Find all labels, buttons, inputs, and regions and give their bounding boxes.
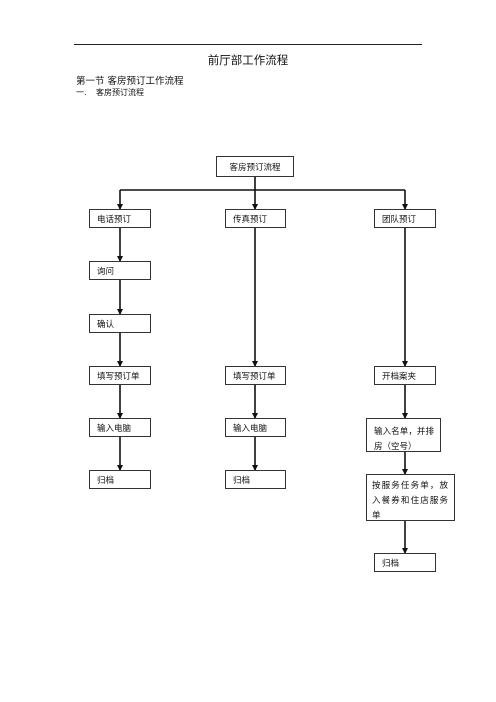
flow-fax-enter-computer-box: 输入电脑 bbox=[225, 418, 286, 437]
header-rule bbox=[74, 44, 422, 45]
flow-group-file-box: 归档 bbox=[374, 553, 436, 572]
section-heading: 第一节 客房预订工作流程 bbox=[76, 76, 184, 87]
document-title: 前厅部工作流程 bbox=[207, 53, 289, 67]
flow-group-task-sheet-box: 按服务任务单，放入餐券和住店服务单 bbox=[366, 474, 455, 521]
flow-phone-file-box: 归档 bbox=[89, 470, 151, 489]
flow-phone-inquire-box: 询问 bbox=[89, 261, 151, 280]
flow-fax-booking-box: 传真预订 bbox=[225, 209, 286, 228]
flow-root-box: 客房预订流程 bbox=[216, 156, 294, 177]
flow-group-names-rooms-box: 输入名单，并排房（空号） bbox=[366, 418, 441, 452]
flow-fax-fill-form-box: 填写预订单 bbox=[225, 366, 286, 385]
flow-phone-enter-computer-box: 输入电脑 bbox=[89, 418, 151, 437]
flow-group-open-folder-box: 开档案夹 bbox=[374, 366, 436, 385]
flow-phone-booking-box: 电话预订 bbox=[89, 209, 151, 228]
flow-group-booking-box: 团队预订 bbox=[374, 209, 436, 228]
flow-phone-confirm-box: 确认 bbox=[89, 314, 151, 333]
subsection-title: 客房预订流程 bbox=[96, 88, 144, 97]
subsection-number: 一. bbox=[76, 88, 87, 97]
subsection-heading: 一. 客房预订流程 bbox=[76, 87, 144, 98]
flow-phone-fill-form-box: 填写预订单 bbox=[89, 366, 151, 385]
flow-fax-file-box: 归档 bbox=[225, 470, 286, 489]
